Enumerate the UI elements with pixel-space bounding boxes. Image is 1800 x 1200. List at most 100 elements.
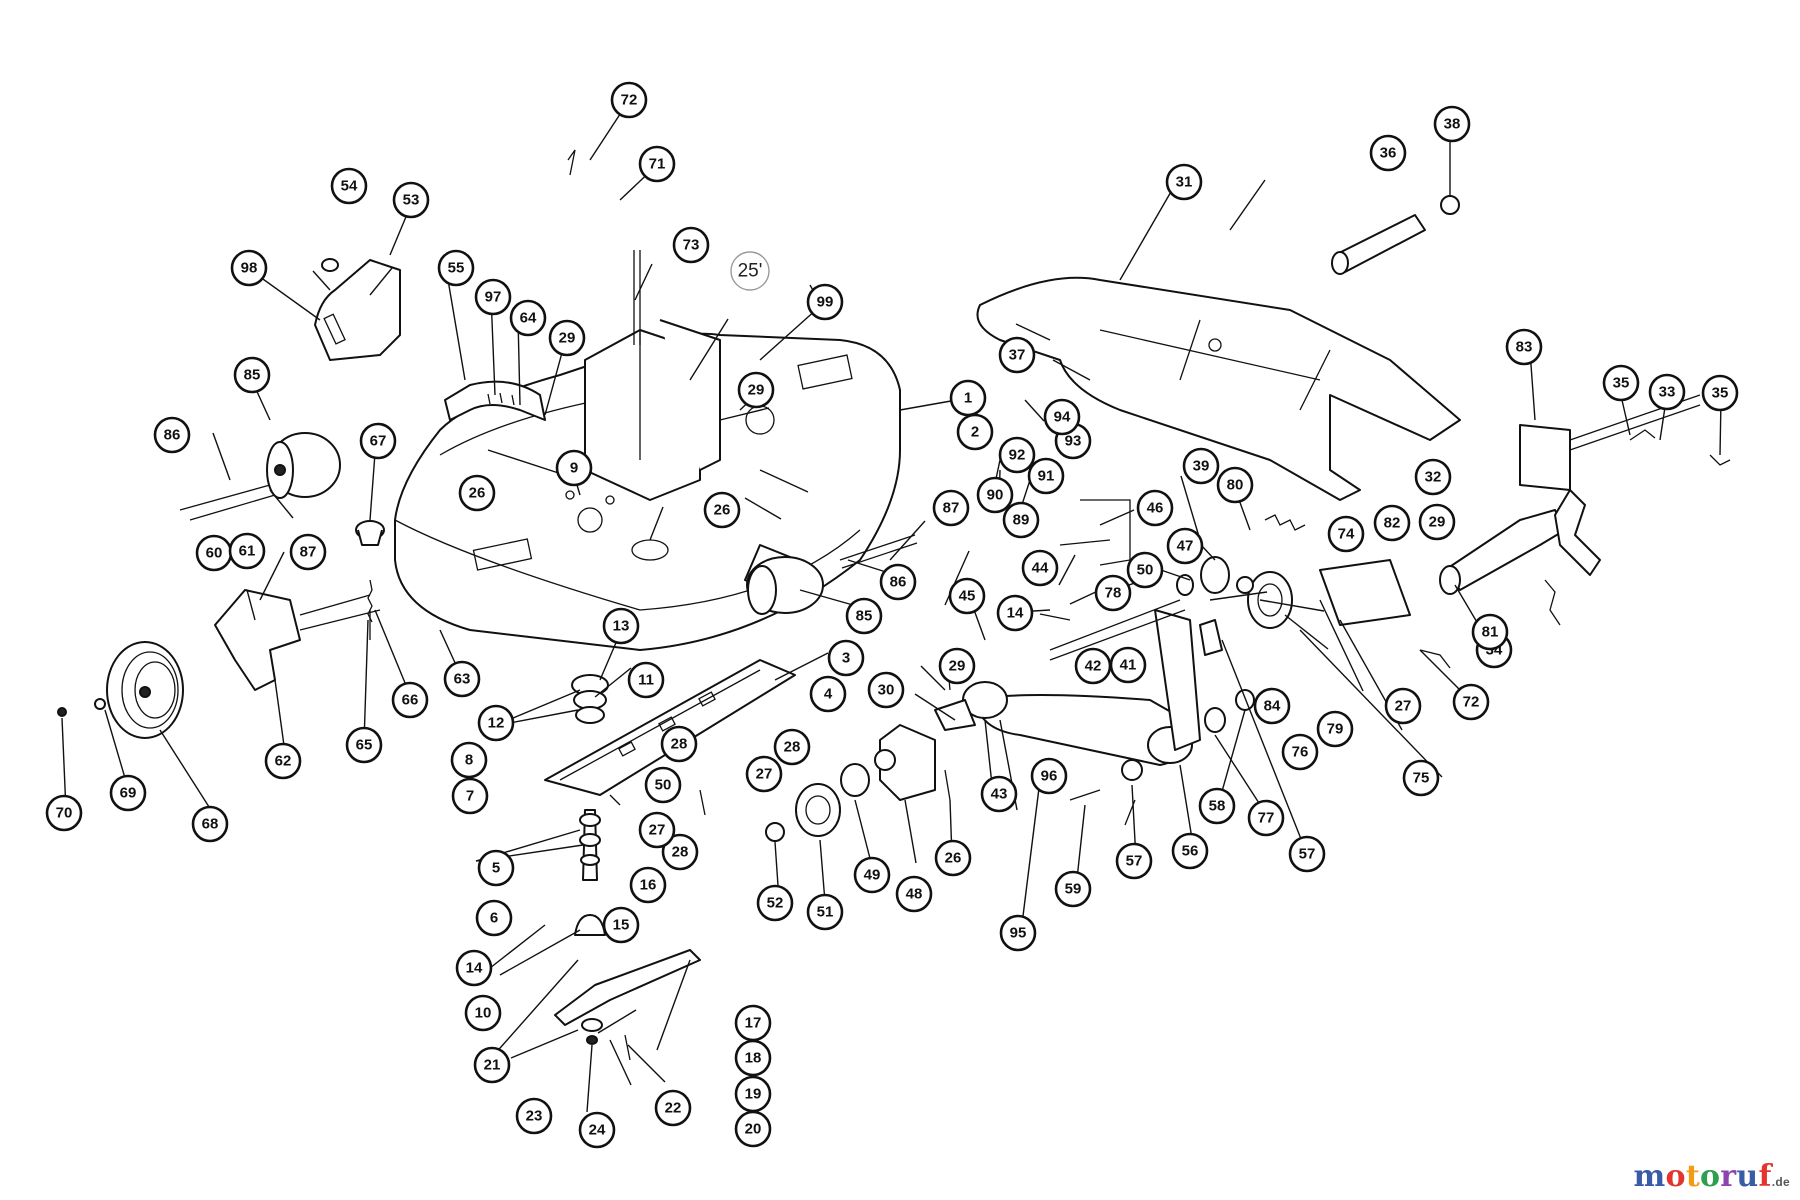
callout-18: 18	[734, 1039, 772, 1077]
callout-label: 63	[454, 671, 471, 688]
callout-60: 60	[195, 534, 233, 572]
callout-85: 85	[233, 356, 271, 394]
callout-label: 10	[475, 1005, 492, 1022]
callout-label: 68	[202, 816, 219, 833]
callout-label: 26	[945, 850, 962, 867]
callout-19: 19	[734, 1075, 772, 1113]
callout-74: 74	[1327, 515, 1365, 553]
callout-label: 9	[570, 460, 578, 477]
callout-label: 29	[1429, 514, 1446, 531]
callout-label: 99	[817, 294, 834, 311]
callout-label: 2	[971, 424, 979, 441]
callout-label: 81	[1482, 624, 1499, 641]
callout-label: 60	[206, 545, 223, 562]
callout-label: 39	[1193, 458, 1210, 475]
callout-54: 54	[330, 167, 368, 205]
callout-75: 75	[1402, 759, 1440, 797]
callout-8: 8	[450, 741, 488, 779]
callout-label: 7	[466, 788, 474, 805]
callout-label: 77	[1258, 810, 1275, 827]
callout-label: 91	[1038, 468, 1055, 485]
callout-label: 28	[672, 844, 689, 861]
callout-label: 19	[745, 1086, 762, 1103]
callout-26: 26	[703, 491, 741, 529]
callout-89: 89	[1002, 501, 1040, 539]
callout-label: 76	[1292, 744, 1309, 761]
rear-cover	[314, 259, 401, 361]
callout-7: 7	[451, 777, 489, 815]
callout-32: 32	[1414, 458, 1452, 496]
callout-22: 22	[654, 1089, 692, 1127]
callout-95: 95	[999, 914, 1037, 952]
callout-label: 28	[784, 739, 801, 756]
callout-label: 44	[1032, 560, 1049, 577]
callout-label: 73	[683, 237, 700, 254]
callout-label: 59	[1065, 881, 1082, 898]
callout-63: 63	[443, 660, 481, 698]
callout-79: 79	[1316, 710, 1354, 748]
callout-50: 50	[1126, 551, 1164, 589]
callout-28: 28	[661, 833, 699, 871]
callout-77: 77	[1247, 799, 1285, 837]
leader-lines	[61, 101, 1722, 1113]
callout-label: 80	[1227, 477, 1244, 494]
callout-58: 58	[1198, 787, 1236, 825]
callout-43: 43	[980, 775, 1018, 813]
callout-44: 44	[1021, 549, 1059, 587]
callout-50: 50	[644, 766, 682, 804]
callout-label: 87	[300, 544, 317, 561]
callout-39: 39	[1182, 447, 1220, 485]
callout-16: 16	[629, 866, 667, 904]
callout-57: 57	[1115, 842, 1153, 880]
callout-17: 17	[734, 1004, 772, 1042]
callout-label: 27	[649, 822, 666, 839]
callout-59: 59	[1054, 870, 1092, 908]
rear-frame-bar	[976, 276, 1461, 501]
callout-29: 29	[938, 647, 976, 685]
callout-label: 41	[1120, 657, 1137, 674]
callout-label: 43	[991, 786, 1008, 803]
callout-24: 24	[578, 1111, 616, 1149]
blade	[554, 949, 701, 1026]
callout-27: 27	[1384, 687, 1422, 725]
callout-label: 1	[964, 390, 972, 407]
callout-label: 53	[403, 192, 420, 209]
callout-label: 17	[745, 1015, 762, 1032]
callout-label: 75	[1413, 770, 1430, 787]
callout-35: 35	[1701, 374, 1739, 412]
callout-label: 20	[745, 1121, 762, 1138]
part-drawings	[57, 149, 1731, 1061]
callout-label: 74	[1338, 526, 1355, 543]
callout-label: 93	[1065, 433, 1082, 450]
callout-72: 72	[610, 81, 648, 119]
callout-6: 6	[475, 899, 513, 937]
callout-15: 15	[602, 906, 640, 944]
callout-84: 84	[1253, 687, 1291, 725]
callout-label: 11	[638, 672, 654, 689]
callout-label: 49	[864, 867, 881, 884]
callout-label: 65	[356, 737, 373, 754]
callout-label: 86	[164, 427, 181, 444]
callout-20: 20	[734, 1110, 772, 1148]
callout-label: 4	[824, 686, 833, 703]
callout-label: 37	[1009, 347, 1026, 364]
callout-4: 4	[809, 675, 847, 713]
callout-30: 30	[867, 671, 905, 709]
callout-68: 68	[191, 805, 229, 843]
callout-label: 26	[714, 502, 731, 519]
callout-label: 50	[655, 777, 672, 794]
callout-10: 10	[464, 994, 502, 1032]
callout-27: 27	[638, 811, 676, 849]
callout-label: 55	[448, 260, 465, 277]
callout-76: 76	[1281, 733, 1319, 771]
callout-label: 47	[1177, 538, 1194, 555]
callout-label: 48	[906, 886, 923, 903]
callout-9: 9	[555, 449, 593, 487]
callout-label: 23	[526, 1108, 543, 1125]
callout-label: 85	[856, 608, 873, 625]
bracket	[1519, 424, 1571, 491]
callout-label: 15	[613, 917, 630, 934]
callout-label: 87	[943, 500, 960, 517]
callout-label: 70	[56, 805, 73, 822]
